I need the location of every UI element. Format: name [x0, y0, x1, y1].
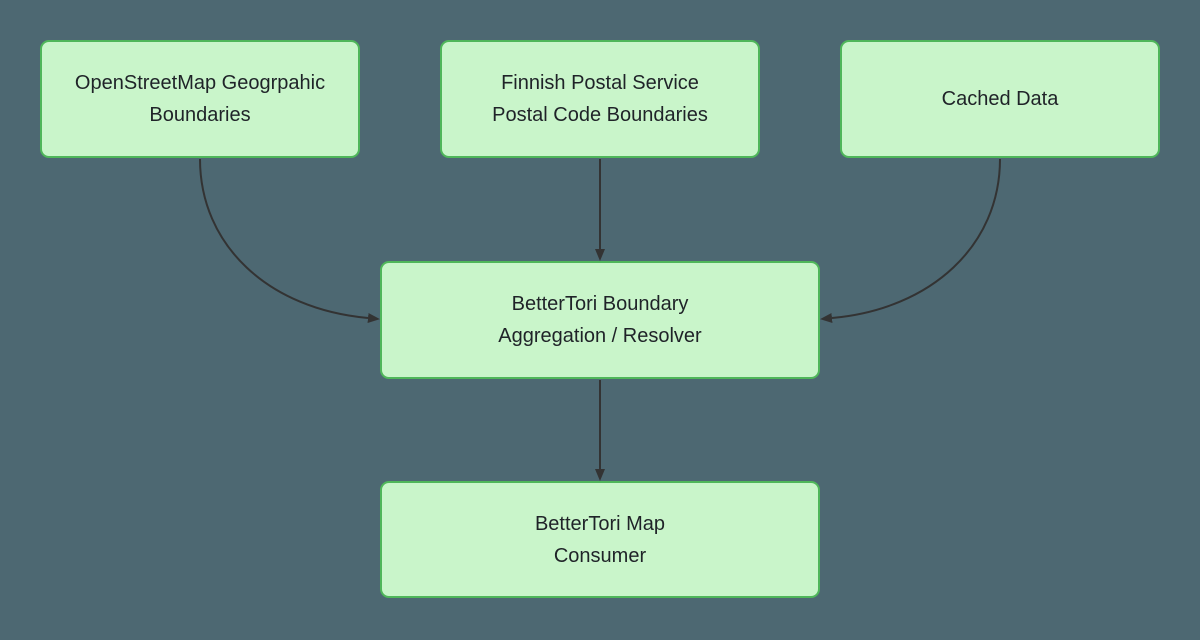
edge-cache-to-resolver [820, 158, 1001, 323]
node-label-line: Cached Data [941, 88, 1059, 110]
node-label-line: Aggregation / Resolver [498, 325, 702, 347]
node-label-line: Finnish Postal Service [501, 72, 699, 94]
node-label-line: Boundaries [149, 104, 251, 126]
node-label-line: Postal Code Boundaries [492, 104, 708, 126]
node-cached-data: Cached Data [840, 40, 1160, 158]
node-label-line: Consumer [553, 544, 647, 567]
node-openstreetmap-boundaries: OpenStreetMap Geogrpahic Boundaries [40, 40, 360, 158]
node-label-line: BetterTori Boundary [511, 293, 689, 315]
node-label-line: OpenStreetMap Geogrpahic [74, 72, 326, 94]
node-bettertori-boundary-resolver: BetterTori Boundary Aggregation / Resolv… [380, 261, 820, 379]
node-label-line: BetterTori Map [534, 512, 666, 535]
node-bettertori-map-consumer: BetterTori Map Consumer [380, 481, 820, 598]
edge-osm-to-resolver [199, 158, 380, 323]
node-finnish-postal-service: Finnish Postal Service Postal Code Bound… [440, 40, 760, 158]
